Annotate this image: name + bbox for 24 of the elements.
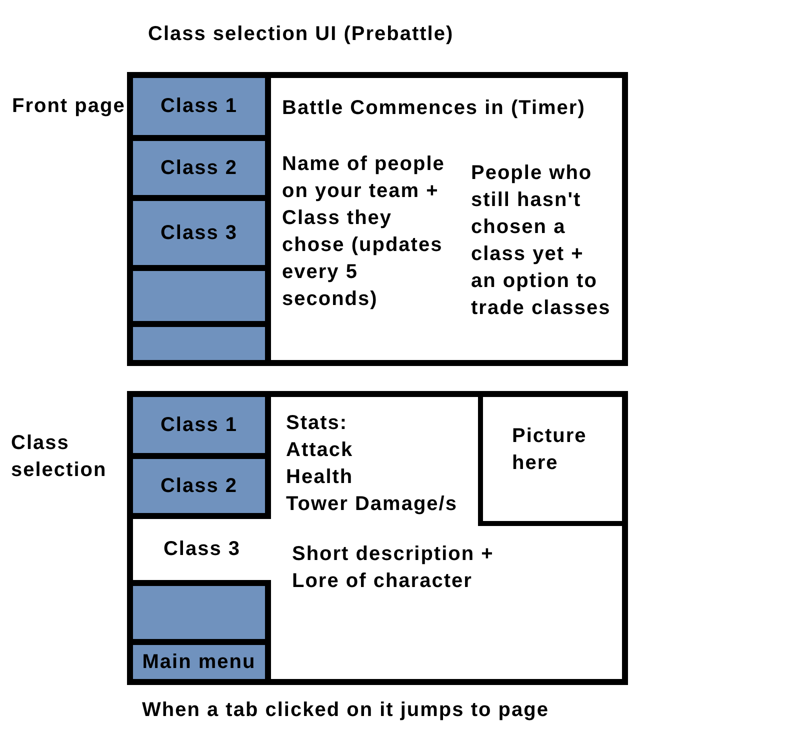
description-text: Short description + Lore of character xyxy=(292,542,495,594)
blank-tab xyxy=(133,580,271,645)
class-tab: Class 2 xyxy=(133,459,271,519)
class-tab: Class 1 xyxy=(133,397,271,459)
section-label: Front page xyxy=(12,94,126,119)
stat-item: Health xyxy=(286,465,354,490)
menu-tab: Main menu xyxy=(133,645,271,679)
diagram-title: Class selection UI (Prebattle) xyxy=(148,22,454,47)
caption-text: When a tab clicked on it jumps to page xyxy=(142,698,549,723)
waiting-players-text: People who still hasn't chosen a class yet + an option to trade classes xyxy=(471,161,612,321)
stat-item: Attack xyxy=(286,438,354,463)
class-tab: Class 1 xyxy=(133,78,271,141)
class-tab: Class 2 xyxy=(133,141,271,201)
stat-item: Tower Damage/s xyxy=(286,492,458,517)
stats-heading: Stats: xyxy=(286,411,349,436)
timer-text: Battle Commences in (Timer) xyxy=(282,96,586,121)
placeholder-text: Picture here xyxy=(512,424,588,476)
screen-frame xyxy=(127,72,628,366)
section-label: Class selection xyxy=(11,431,108,483)
blank-tab xyxy=(133,327,271,360)
screen-frame xyxy=(127,391,628,685)
team-list-text: Name of people on your team + Class they chose (updates every 5 seconds) xyxy=(282,152,446,312)
class-tab: Class 3 xyxy=(133,201,271,271)
blank-tab xyxy=(133,271,271,327)
